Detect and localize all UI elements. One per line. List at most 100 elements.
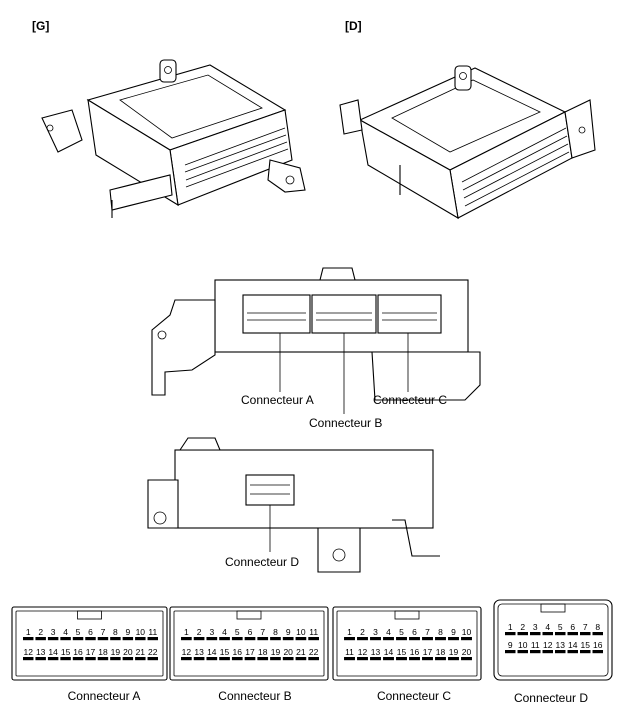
pin-label: 18 — [436, 647, 446, 657]
pin-contact — [357, 657, 368, 661]
pin-contact — [231, 637, 243, 641]
pin-contact — [517, 632, 528, 636]
ecu-side-view: Connecteur D — [147, 437, 440, 573]
pin-contact — [270, 657, 281, 661]
pin-contact — [219, 637, 230, 641]
pin-contact — [72, 637, 84, 641]
pin-label: 2 — [520, 622, 525, 632]
pin-label: 13 — [556, 640, 566, 650]
pin-contact — [47, 637, 59, 641]
pin-contact — [530, 650, 541, 654]
pin-contact — [244, 637, 256, 641]
pin-contact — [592, 650, 603, 654]
pin-label: 11 — [345, 647, 354, 657]
pin-contact — [505, 632, 516, 636]
pin-contact — [244, 657, 256, 661]
pin-label: 17 — [245, 647, 255, 657]
pin-label: 6 — [412, 627, 417, 637]
pin-contact — [422, 637, 433, 641]
pin-label: 1 — [347, 627, 352, 637]
pin-label: 5 — [558, 622, 563, 632]
pin-contact — [383, 637, 394, 641]
pin-contact — [409, 657, 420, 661]
pin-contact — [47, 657, 59, 661]
connector-key — [77, 610, 102, 620]
pin-label: 9 — [286, 627, 291, 637]
pin-label: 16 — [593, 640, 603, 650]
pin-label: 12 — [182, 647, 192, 657]
pin-label: 15 — [581, 640, 591, 650]
pin-label: 4 — [386, 627, 391, 637]
pin-contact — [542, 632, 553, 636]
pin-label: 18 — [98, 647, 108, 657]
pin-label: 8 — [438, 627, 443, 637]
pin-contact — [357, 637, 368, 641]
pin-contact — [35, 637, 46, 641]
pin-label: 3 — [533, 622, 538, 632]
pin-label: 11 — [531, 640, 540, 650]
pin-label: 7 — [583, 622, 588, 632]
pin-contact — [206, 657, 218, 661]
callout-connector-a: Connecteur A — [241, 393, 314, 407]
pin-contact — [448, 637, 459, 641]
pin-contact — [22, 657, 34, 661]
pin-contact — [435, 657, 446, 661]
pin-label: 20 — [123, 647, 133, 657]
pin-label: 20 — [283, 647, 293, 657]
pin-label: 3 — [209, 627, 214, 637]
pin-label: 5 — [76, 627, 81, 637]
pin-label: 10 — [462, 627, 472, 637]
pin-label: 22 — [148, 647, 158, 657]
pin-contact — [206, 637, 218, 641]
pin-contact — [344, 637, 355, 641]
pin-label: 13 — [371, 647, 381, 657]
pin-label: 7 — [425, 627, 430, 637]
pin-contact — [193, 657, 205, 661]
ecu-perspective-right: [D] — [339, 19, 596, 220]
connector-key — [236, 610, 262, 620]
pin-contact — [461, 657, 472, 661]
pin-contact — [396, 637, 407, 641]
pin-label: 13 — [36, 647, 46, 657]
pin-label: 21 — [296, 647, 306, 657]
pin-label: 19 — [449, 647, 459, 657]
pin-contact — [555, 650, 566, 654]
pin-label: 2 — [360, 627, 365, 637]
pin-contact — [135, 637, 146, 641]
pin-contact — [122, 637, 134, 641]
pin-label: 12 — [358, 647, 368, 657]
pin-label: 6 — [248, 627, 253, 637]
pin-label: 4 — [63, 627, 68, 637]
pin-contact — [580, 632, 591, 636]
pin-label: 15 — [220, 647, 230, 657]
pin-contact — [270, 637, 281, 641]
callout-connector-b: Connecteur B — [309, 416, 382, 430]
pin-label: 20 — [462, 647, 472, 657]
pin-label: 5 — [235, 627, 240, 637]
pin-contact — [422, 657, 433, 661]
pin-contact — [85, 637, 96, 641]
pin-contact — [122, 657, 134, 661]
pin-contact — [383, 657, 394, 661]
pin-label: 19 — [271, 647, 281, 657]
pin-label: 3 — [373, 627, 378, 637]
pin-label: 10 — [296, 627, 306, 637]
pin-contact — [592, 632, 603, 636]
pin-label: 4 — [222, 627, 227, 637]
pin-label: 6 — [570, 622, 575, 632]
pin-contact — [530, 632, 541, 636]
pin-contact — [257, 657, 269, 661]
ecu-front-view: Connecteur A Connecteur B Connecteur C — [151, 267, 481, 430]
pin-contact — [110, 637, 121, 641]
callout-connector-c: Connecteur C — [373, 393, 447, 407]
pin-contact — [193, 637, 205, 641]
callout-connector-d: Connecteur D — [225, 555, 299, 569]
pin-contact — [181, 657, 192, 661]
pin-label: 2 — [197, 627, 202, 637]
pin-contact — [461, 637, 472, 641]
